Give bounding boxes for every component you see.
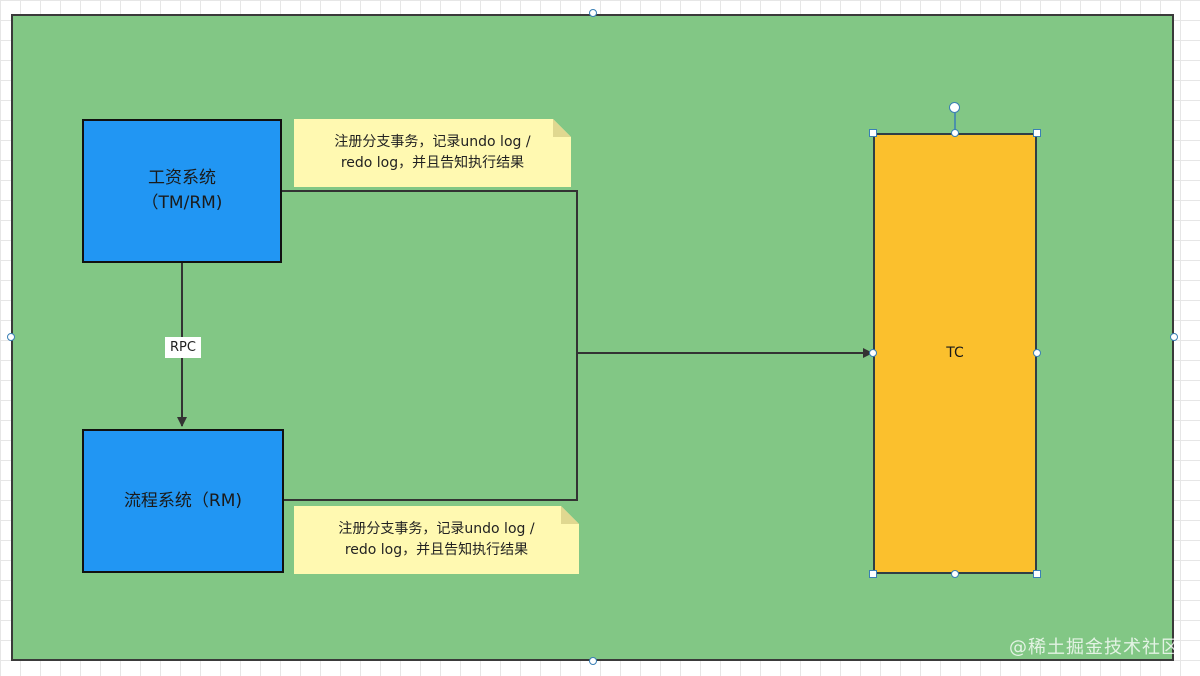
tc-handle-middle-right[interactable] — [1033, 349, 1041, 357]
tc-label: TC — [946, 345, 964, 361]
tc-handle-top-center[interactable] — [951, 129, 959, 137]
salary-system-label: 工资系统 （TM/RM) — [141, 168, 223, 213]
tc-box[interactable]: TC — [873, 133, 1037, 574]
process-system-box[interactable]: 流程系统（RM) — [82, 429, 284, 573]
tc-rotate-handle[interactable] — [949, 102, 960, 113]
container-handle-top[interactable] — [589, 9, 597, 17]
process-system-label: 流程系统（RM) — [123, 490, 243, 511]
tc-handle-bottom-left[interactable] — [869, 570, 877, 578]
tc-handle-top-right[interactable] — [1033, 129, 1041, 137]
tc-handle-bottom-right[interactable] — [1033, 570, 1041, 578]
container-handle-left[interactable] — [7, 333, 15, 341]
container-handle-right[interactable] — [1170, 333, 1178, 341]
process-to-junction-connector[interactable] — [282, 353, 578, 501]
note-top[interactable]: 注册分支事务，记录undo log / redo log，并且告知执行结果 — [294, 119, 571, 187]
tc-handle-top-left[interactable] — [869, 129, 877, 137]
salary-system-box[interactable]: 工资系统 （TM/RM) — [82, 119, 282, 263]
container-handle-bottom[interactable] — [589, 657, 597, 665]
note-top-text: 注册分支事务，记录undo log / redo log，并且告知执行结果 — [334, 134, 531, 171]
salary-to-junction-connector[interactable] — [282, 190, 578, 353]
watermark: @稀土掘金技术社区 — [1009, 637, 1180, 658]
rpc-edge-label: RPC — [165, 337, 201, 358]
note-bottom-text: 注册分支事务，记录undo log / redo log，并且告知执行结果 — [338, 521, 535, 558]
tc-handle-bottom-center[interactable] — [951, 570, 959, 578]
note-bottom[interactable]: 注册分支事务，记录undo log / redo log，并且告知执行结果 — [294, 506, 579, 574]
tc-handle-middle-left[interactable] — [869, 349, 877, 357]
